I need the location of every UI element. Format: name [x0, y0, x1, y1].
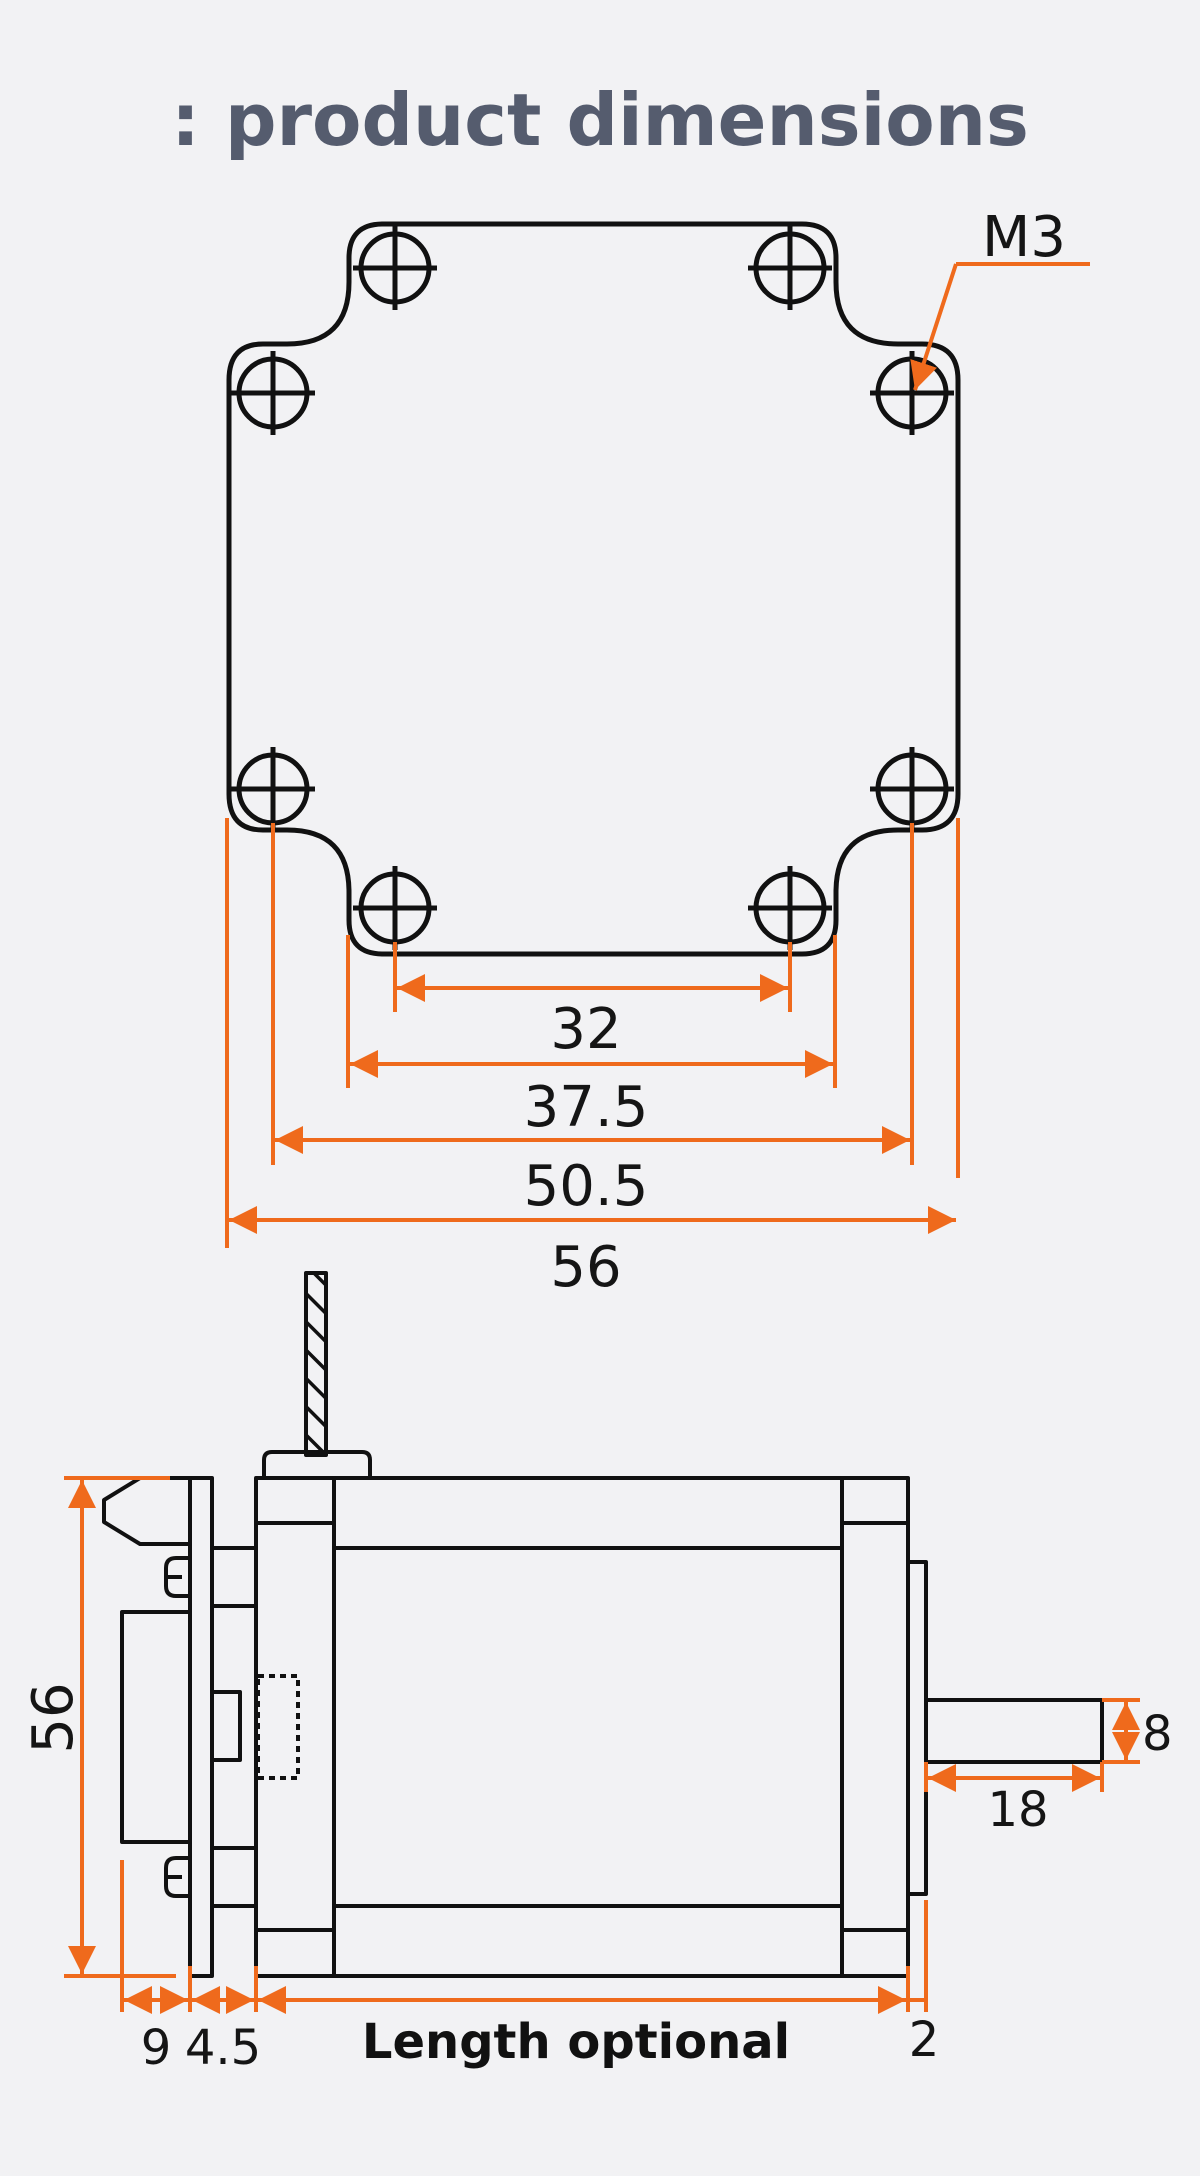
height-56-label: 56 [21, 1682, 86, 1753]
dim-37-5-label: 37.5 [524, 1075, 649, 1140]
hole-top-right-inner [748, 226, 832, 310]
cable [304, 1271, 328, 1457]
length-optional-label: Length optional [362, 2014, 790, 2070]
m3-leader: M3 [910, 205, 1090, 391]
standoff-top [210, 1546, 258, 1608]
front-dimension-lines [229, 974, 956, 1234]
page-title: : product dimensions [171, 78, 1029, 162]
hole-bottom-right-inner [748, 866, 832, 950]
dim-56-label: 56 [550, 1235, 621, 1300]
hole-bottom-left-inner [353, 866, 437, 950]
connector-dashed [256, 1674, 300, 1780]
shaft-length-label: 18 [987, 1782, 1048, 1838]
hole-top-left-outer [231, 351, 315, 435]
front-view-flange [226, 221, 961, 957]
side-dimension-lines [68, 1480, 1140, 2014]
side-extension-lines [64, 1476, 1140, 2012]
driver-board [188, 1476, 214, 1978]
connector-small [210, 1690, 242, 1762]
m3-label: M3 [982, 205, 1066, 270]
driver-clip [102, 1476, 192, 1546]
front-end-cap [254, 1476, 336, 1978]
mounting-holes [231, 226, 954, 950]
driver-connector [120, 1610, 192, 1844]
cable-gland [262, 1450, 372, 1478]
dim-2-label: 2 [909, 2012, 940, 2068]
front-extension-lines [225, 818, 960, 1248]
rear-end-cap [840, 1476, 910, 1978]
dim-32-label: 32 [550, 997, 621, 1062]
side-view-motor [102, 1271, 1104, 1978]
screw-bottom [164, 1856, 190, 1898]
hole-top-right-outer [870, 351, 954, 435]
hole-bottom-left-outer [231, 747, 315, 831]
hole-bottom-right-outer [870, 747, 954, 831]
dim-50-5-label: 50.5 [524, 1154, 649, 1219]
boss [906, 1560, 928, 1896]
screw-top [164, 1556, 190, 1598]
dim-9-label: 9 [141, 2020, 172, 2076]
motor-body [332, 1476, 844, 1978]
dim-4-5-label: 4.5 [185, 2020, 261, 2076]
shaft-diameter-label: 8 [1142, 1706, 1173, 1762]
hole-top-left-inner [353, 226, 437, 310]
shaft [924, 1698, 1104, 1764]
standoff-bottom [210, 1846, 258, 1908]
